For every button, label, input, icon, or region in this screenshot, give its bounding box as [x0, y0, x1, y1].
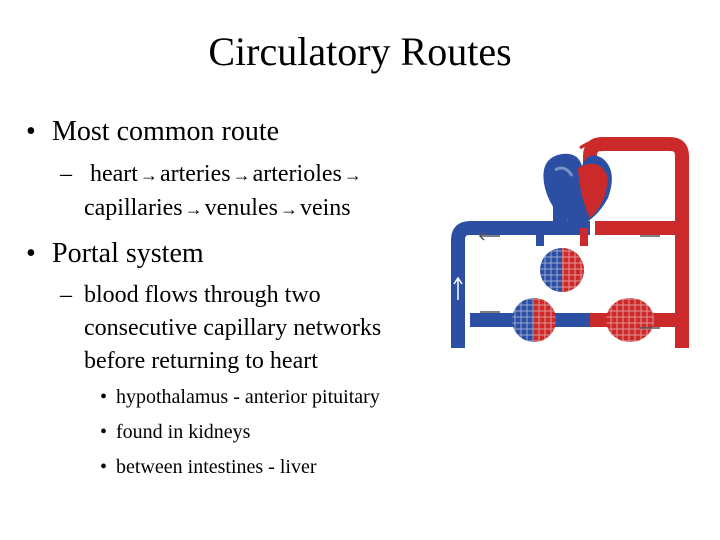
route-step: heart [90, 161, 138, 187]
arrow-icon: → [139, 165, 158, 185]
portal-desc-line: before returning to heart [84, 348, 318, 374]
circulation-diagram [451, 137, 689, 348]
route-step: capillaries [84, 195, 183, 221]
arrow-icon [579, 139, 619, 150]
capillary-bed-icon [540, 248, 584, 292]
slide-title: Circulatory Routes [208, 29, 512, 74]
arrow-icon: → [343, 165, 362, 185]
arrow-icon: → [184, 199, 203, 219]
arrow-icon: → [232, 165, 251, 185]
bullet-label: Portal system [52, 238, 204, 269]
heart-icon [543, 153, 612, 226]
route-step: arterioles [252, 161, 342, 187]
route-step: venules [204, 195, 278, 221]
route-step: veins [299, 195, 351, 221]
example-item: •between intestines - liver [100, 456, 317, 478]
arrow-icon: → [279, 199, 298, 219]
bullet-most-common-route: • Most common route [26, 116, 279, 148]
bullet-glyph: • [100, 421, 108, 443]
portal-desc-line: consecutive capillary networks [84, 315, 382, 341]
dash-glyph: – [60, 282, 72, 308]
route-step: arteries [159, 161, 231, 187]
bullet-glyph: • [100, 456, 108, 478]
route-steps: – heart→arteries→arterioles→ capillaries… [60, 158, 364, 226]
bullet-glyph: • [26, 238, 36, 269]
example-item: •found in kidneys [100, 421, 251, 443]
dash-glyph: – [60, 161, 72, 187]
bullet-label: Most common route [52, 116, 280, 147]
bullet-glyph: • [26, 116, 36, 147]
portal-desc-line: blood flows through two [84, 282, 321, 308]
bullet-portal-system: • Portal system [26, 238, 204, 270]
example-item: •hypothalamus - anterior pituitary [100, 386, 380, 408]
capillary-bed-icon [512, 298, 556, 342]
portal-description: – blood flows through two consecutive ca… [60, 279, 381, 378]
bullet-glyph: • [100, 386, 108, 408]
capillary-bed-icon [606, 298, 654, 342]
